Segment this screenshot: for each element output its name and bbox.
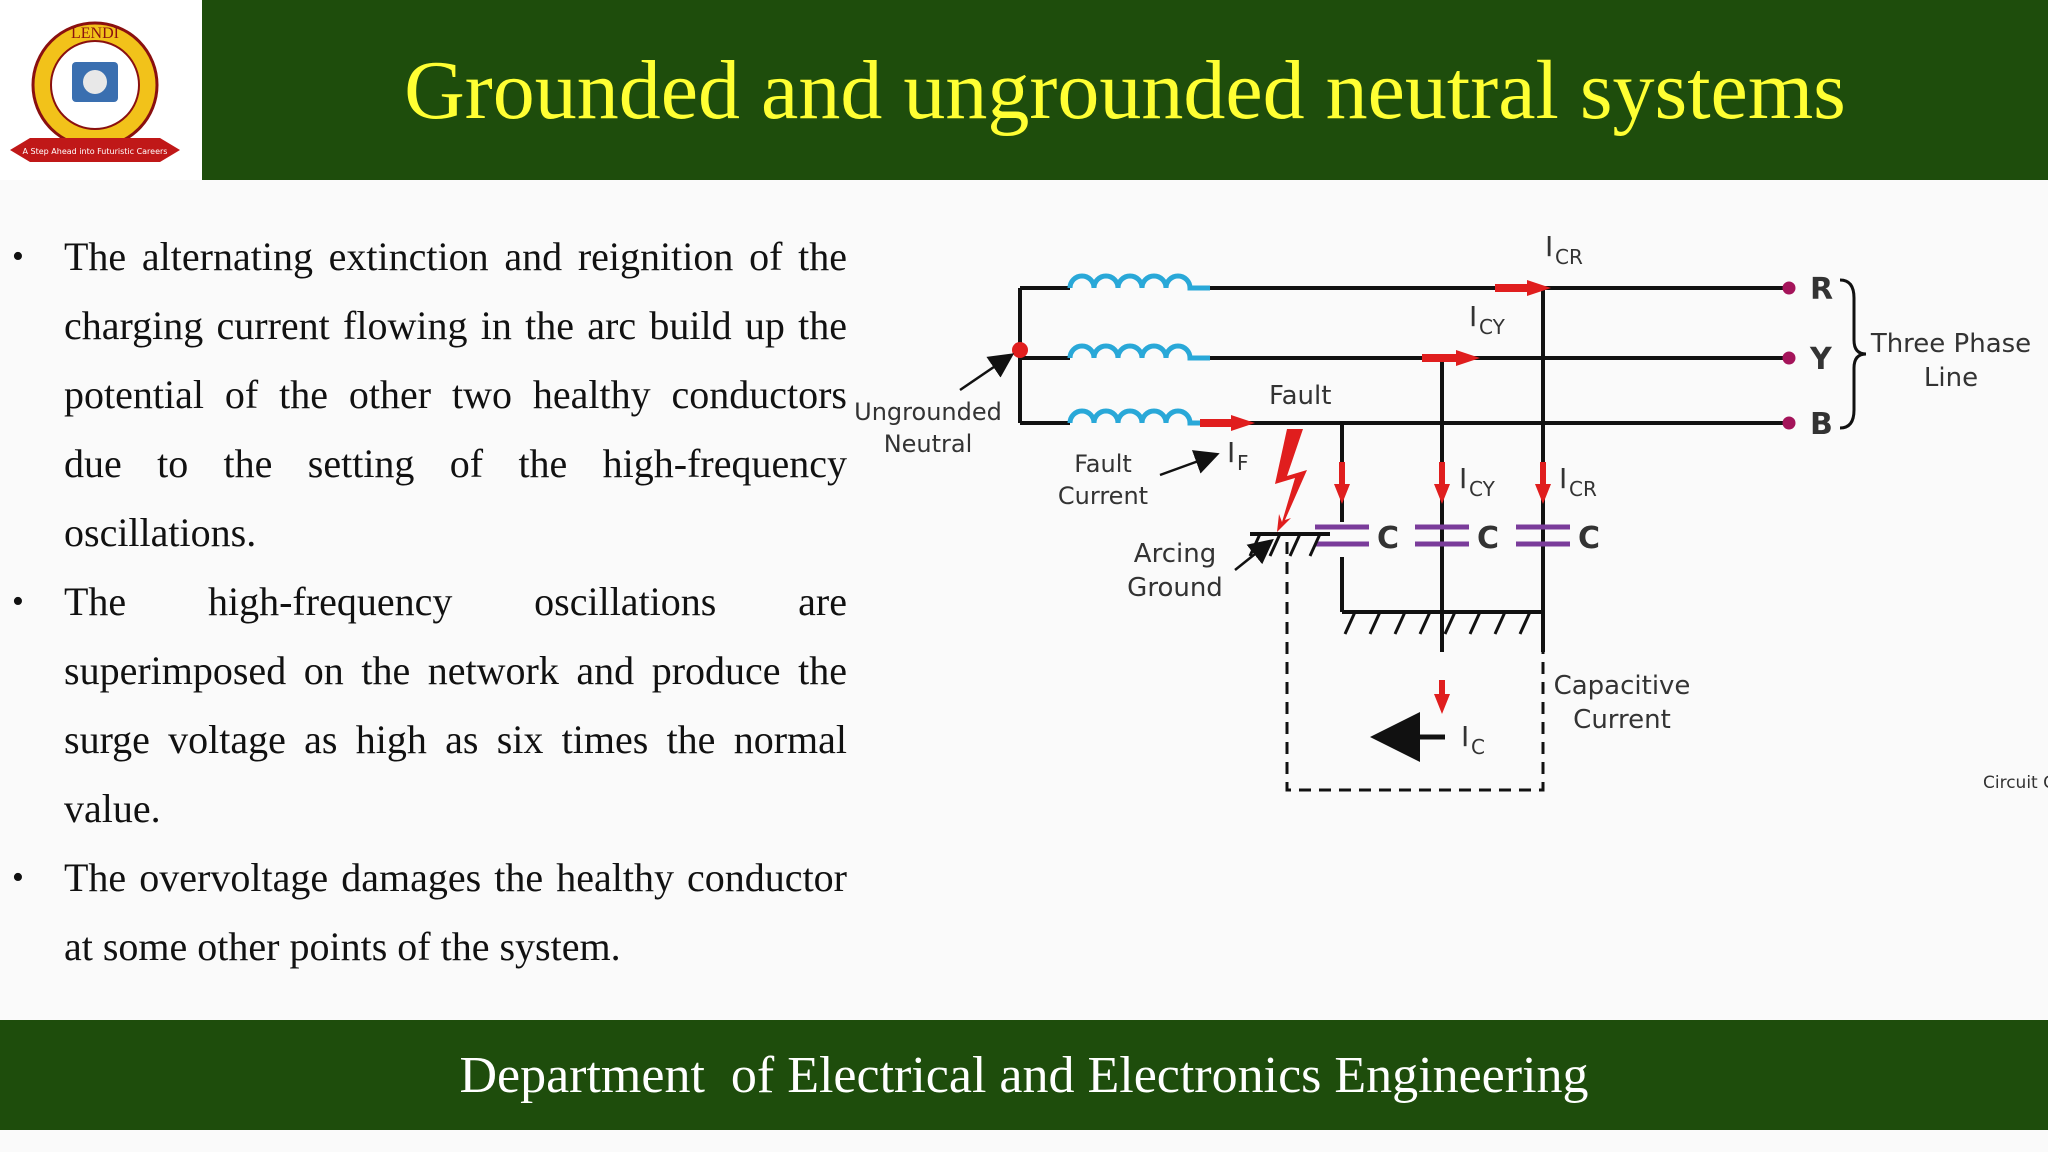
logo-name: LENDI bbox=[71, 25, 119, 42]
current-label-ic: I bbox=[1461, 720, 1469, 753]
arcing-ground-label-line2: Ground bbox=[1127, 573, 1223, 603]
institute-logo: LENDI A Step Ahead into Futuristic Caree… bbox=[0, 0, 202, 180]
phase-label-y: Y bbox=[1809, 342, 1833, 377]
current-sub-if: F bbox=[1237, 451, 1249, 475]
current-label-icr2: I bbox=[1559, 462, 1567, 495]
bullet-list: • The alternating extinction and reigniti… bbox=[12, 222, 847, 981]
fault-label: Fault bbox=[1269, 381, 1331, 411]
bullet-item: • The overvoltage damages the healthy con… bbox=[12, 843, 847, 981]
footer-banner: Department of Electrical and Electronics… bbox=[0, 1020, 2048, 1130]
neutral-label: Ungrounded bbox=[855, 398, 1002, 426]
arcing-ground-diagram: R Y B Three Phase Line C C C I CR bbox=[855, 230, 2048, 793]
return-path bbox=[1285, 542, 1545, 792]
arcing-ground-label: Arcing bbox=[1134, 539, 1216, 569]
bullet-item: • The alternating extinction and reigniti… bbox=[12, 222, 847, 567]
logo-ribbon: A Step Ahead into Futuristic Careers bbox=[23, 147, 168, 156]
capacitor-ground bbox=[1343, 611, 1532, 635]
current-sub-icr: CR bbox=[1555, 245, 1583, 269]
capacitor-label: C bbox=[1578, 521, 1600, 556]
current-label-if: I bbox=[1227, 436, 1235, 469]
fault-current-label: Fault bbox=[1074, 450, 1132, 478]
bullet-item: • The high-frequency oscillations are sup… bbox=[12, 567, 847, 843]
current-sub-icr2: CR bbox=[1569, 477, 1597, 501]
three-phase-label-line2: Line bbox=[1924, 363, 1978, 393]
capacitor-label: C bbox=[1377, 521, 1399, 556]
watermark: Circuit Globe bbox=[1983, 773, 2048, 793]
arcing-ground-symbol bbox=[1248, 533, 1322, 557]
fault-bolt bbox=[1275, 429, 1307, 532]
neutral-point bbox=[1012, 342, 1028, 358]
current-sub-ic: C bbox=[1471, 735, 1485, 759]
bullet-icon: • bbox=[12, 238, 24, 275]
phase-brace bbox=[1839, 278, 1867, 430]
fault-current-label-line2: Current bbox=[1058, 482, 1148, 510]
phase-label-r: R bbox=[1810, 272, 1833, 307]
capacitive-current-label-line2: Current bbox=[1573, 705, 1671, 735]
capacitors bbox=[1315, 524, 1570, 547]
slide-title: Grounded and ungrounded neutral systems bbox=[404, 43, 1846, 137]
current-sub-icy: CY bbox=[1479, 315, 1506, 339]
three-phase-label: Three Phase bbox=[1870, 329, 2031, 359]
bullet-text: The overvoltage damages the healthy cond… bbox=[64, 855, 847, 969]
bullet-icon: • bbox=[12, 859, 24, 896]
bullet-text: The alternating extinction and reignitio… bbox=[64, 234, 847, 555]
current-arrows bbox=[1200, 280, 1551, 714]
title-banner: LENDI A Step Ahead into Futuristic Caree… bbox=[0, 0, 2048, 180]
current-label-icy: I bbox=[1469, 300, 1477, 333]
current-sub-icy2: CY bbox=[1469, 477, 1496, 501]
capacitor-label: C bbox=[1477, 521, 1499, 556]
current-label-icr: I bbox=[1545, 230, 1553, 263]
neutral-label-line2: Neutral bbox=[884, 430, 973, 458]
phase-coils bbox=[1067, 273, 1210, 426]
capacitive-current-label: Capacitive bbox=[1554, 671, 1691, 701]
current-label-icy2: I bbox=[1459, 462, 1467, 495]
bullet-text: The high-frequency oscillations are supe… bbox=[64, 579, 847, 831]
bullet-icon: • bbox=[12, 583, 24, 620]
phase-label-b: B bbox=[1810, 407, 1833, 442]
